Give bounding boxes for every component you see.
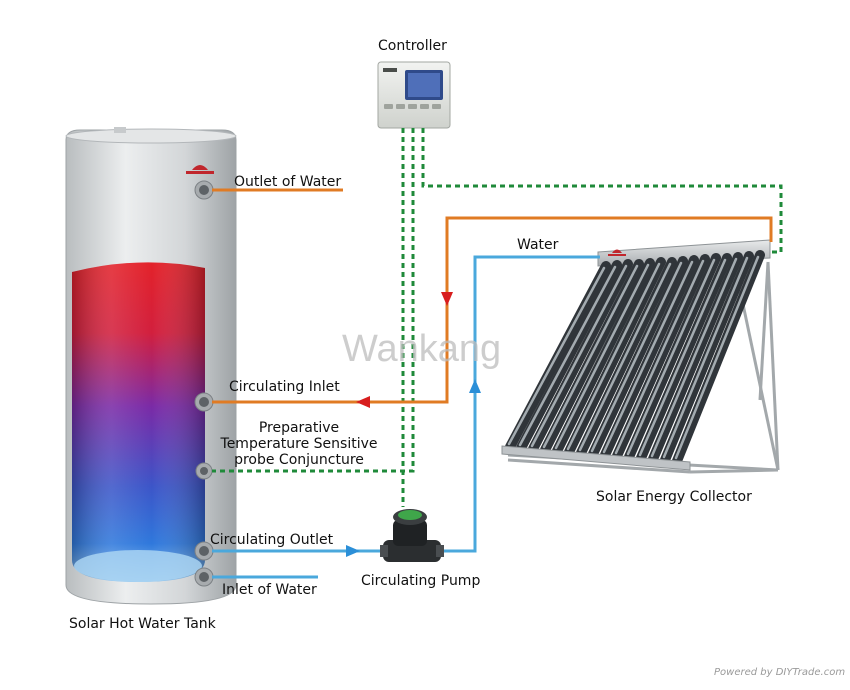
probe-conjuncture-fitting <box>195 462 213 480</box>
outlet-of-water-label: Outlet of Water <box>234 174 342 190</box>
watermark: Wankang <box>342 328 502 370</box>
signal-wires <box>212 128 783 507</box>
tank-water-bottom <box>74 550 202 582</box>
arrow-left-inlet <box>356 396 370 408</box>
vacuum-tubes <box>505 250 765 466</box>
circulating-pump-label: Circulating Pump <box>361 573 481 589</box>
arrow-down-hot <box>441 292 453 306</box>
pump-to-collector-pipe <box>438 255 600 553</box>
circulating-pump <box>380 509 444 562</box>
flow-arrows <box>346 292 481 557</box>
probe-label-line3: probe Conjuncture <box>234 452 364 468</box>
probe-label-line1: Preparative <box>258 420 340 436</box>
controller-to-probe-wire <box>212 128 415 473</box>
tank-top-rim <box>65 128 237 144</box>
outlet-of-water-fitting <box>194 180 214 200</box>
inlet-of-water-label: Inlet of Water <box>222 582 317 598</box>
tank-water-shine <box>72 262 205 582</box>
solar-energy-collector-label: Solar Energy Collector <box>596 489 752 505</box>
solar-hot-water-tank <box>65 127 237 605</box>
water-label: Water <box>517 237 559 253</box>
solar-hot-water-tank-label: Solar Hot Water Tank <box>69 616 216 632</box>
circulating-inlet-fitting <box>194 392 214 412</box>
circulating-inlet-label: Circulating Inlet <box>229 379 340 395</box>
probe-label-line2: Temperature Sensitive <box>220 436 378 452</box>
controller-unit <box>377 61 451 129</box>
controller-label: Controller <box>378 38 447 54</box>
footer-credit: Powered by DIYTrade.com <box>714 667 846 678</box>
circulating-outlet-fitting <box>194 541 214 561</box>
arrow-right-outlet <box>346 545 360 557</box>
arrow-up-cold <box>469 379 481 393</box>
circulating-outlet-label: Circulating Outlet <box>210 532 334 548</box>
probe-conjuncture-label: Preparative Temperature Sensitive probe … <box>219 420 379 468</box>
inlet-of-water-fitting <box>194 567 214 587</box>
controller-buttons <box>384 104 441 109</box>
collector-bottom-rail <box>501 445 691 471</box>
controller-to-collector-wire <box>421 128 783 254</box>
brand-logo <box>186 165 214 174</box>
tank-top-cap <box>114 127 126 133</box>
pump-green-cap <box>398 510 422 520</box>
solar-energy-collector <box>501 239 780 474</box>
